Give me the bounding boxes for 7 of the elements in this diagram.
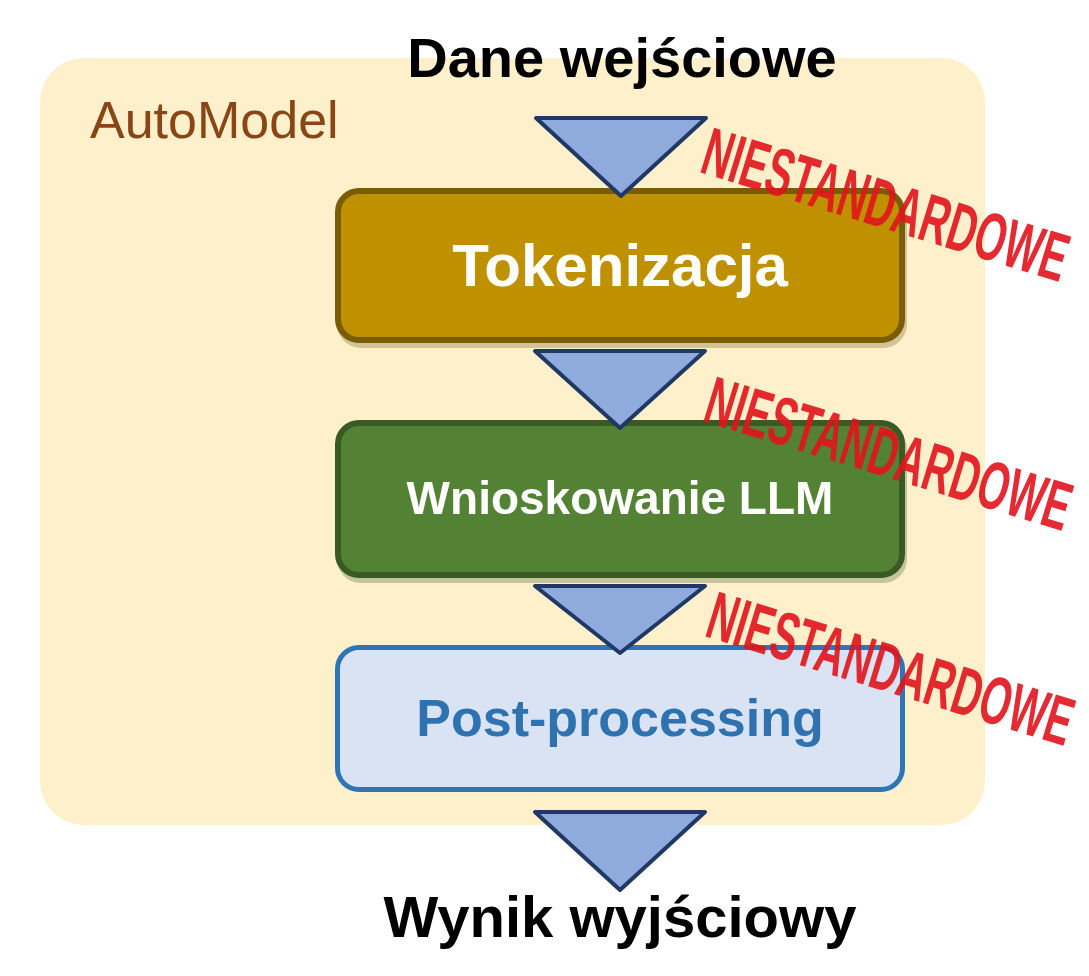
flow-arrow [534,116,708,198]
flow-arrow [533,810,707,892]
output-heading: Wynik wyjściowy [383,882,857,952]
flow-arrow [533,584,707,655]
group-label: AutoModel [90,92,339,150]
input-heading: Dane wejściowe [407,24,837,92]
flow-arrow [533,349,707,430]
